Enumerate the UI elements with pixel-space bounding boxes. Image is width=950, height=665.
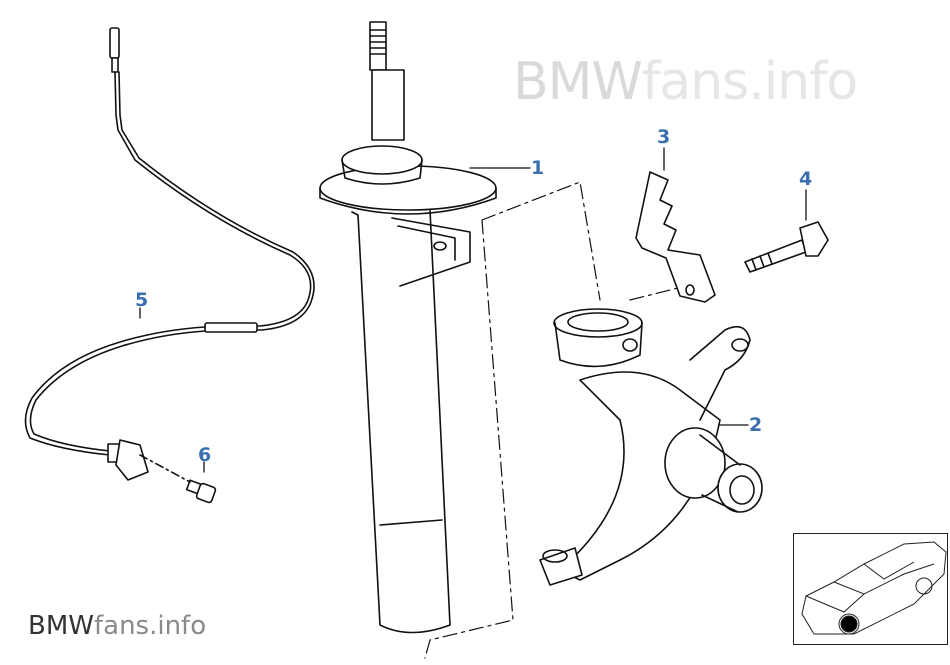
callout-4: 4 [799,168,813,190]
callout-1: 1 [531,157,545,179]
vehicle-location-thumbnail [793,533,948,645]
callout-3: 3 [657,126,671,148]
hex-bolt [744,189,829,273]
screw [139,454,217,504]
assembly-guide-lines [424,181,691,659]
watermark-logo-top: BMWfans.info [513,52,858,112]
steering-knuckle [539,308,763,586]
callout-leaders [139,307,205,473]
callout-2: 2 [749,414,763,436]
wheel-speed-sensor-cable [24,27,315,481]
bracket [635,147,716,303]
callout-6: 6 [198,444,212,466]
spring-strut [319,21,531,634]
car-outline-icon [801,541,947,635]
watermark-logo-bottom: BMWfans.info [28,611,207,641]
callout-5: 5 [135,289,149,311]
